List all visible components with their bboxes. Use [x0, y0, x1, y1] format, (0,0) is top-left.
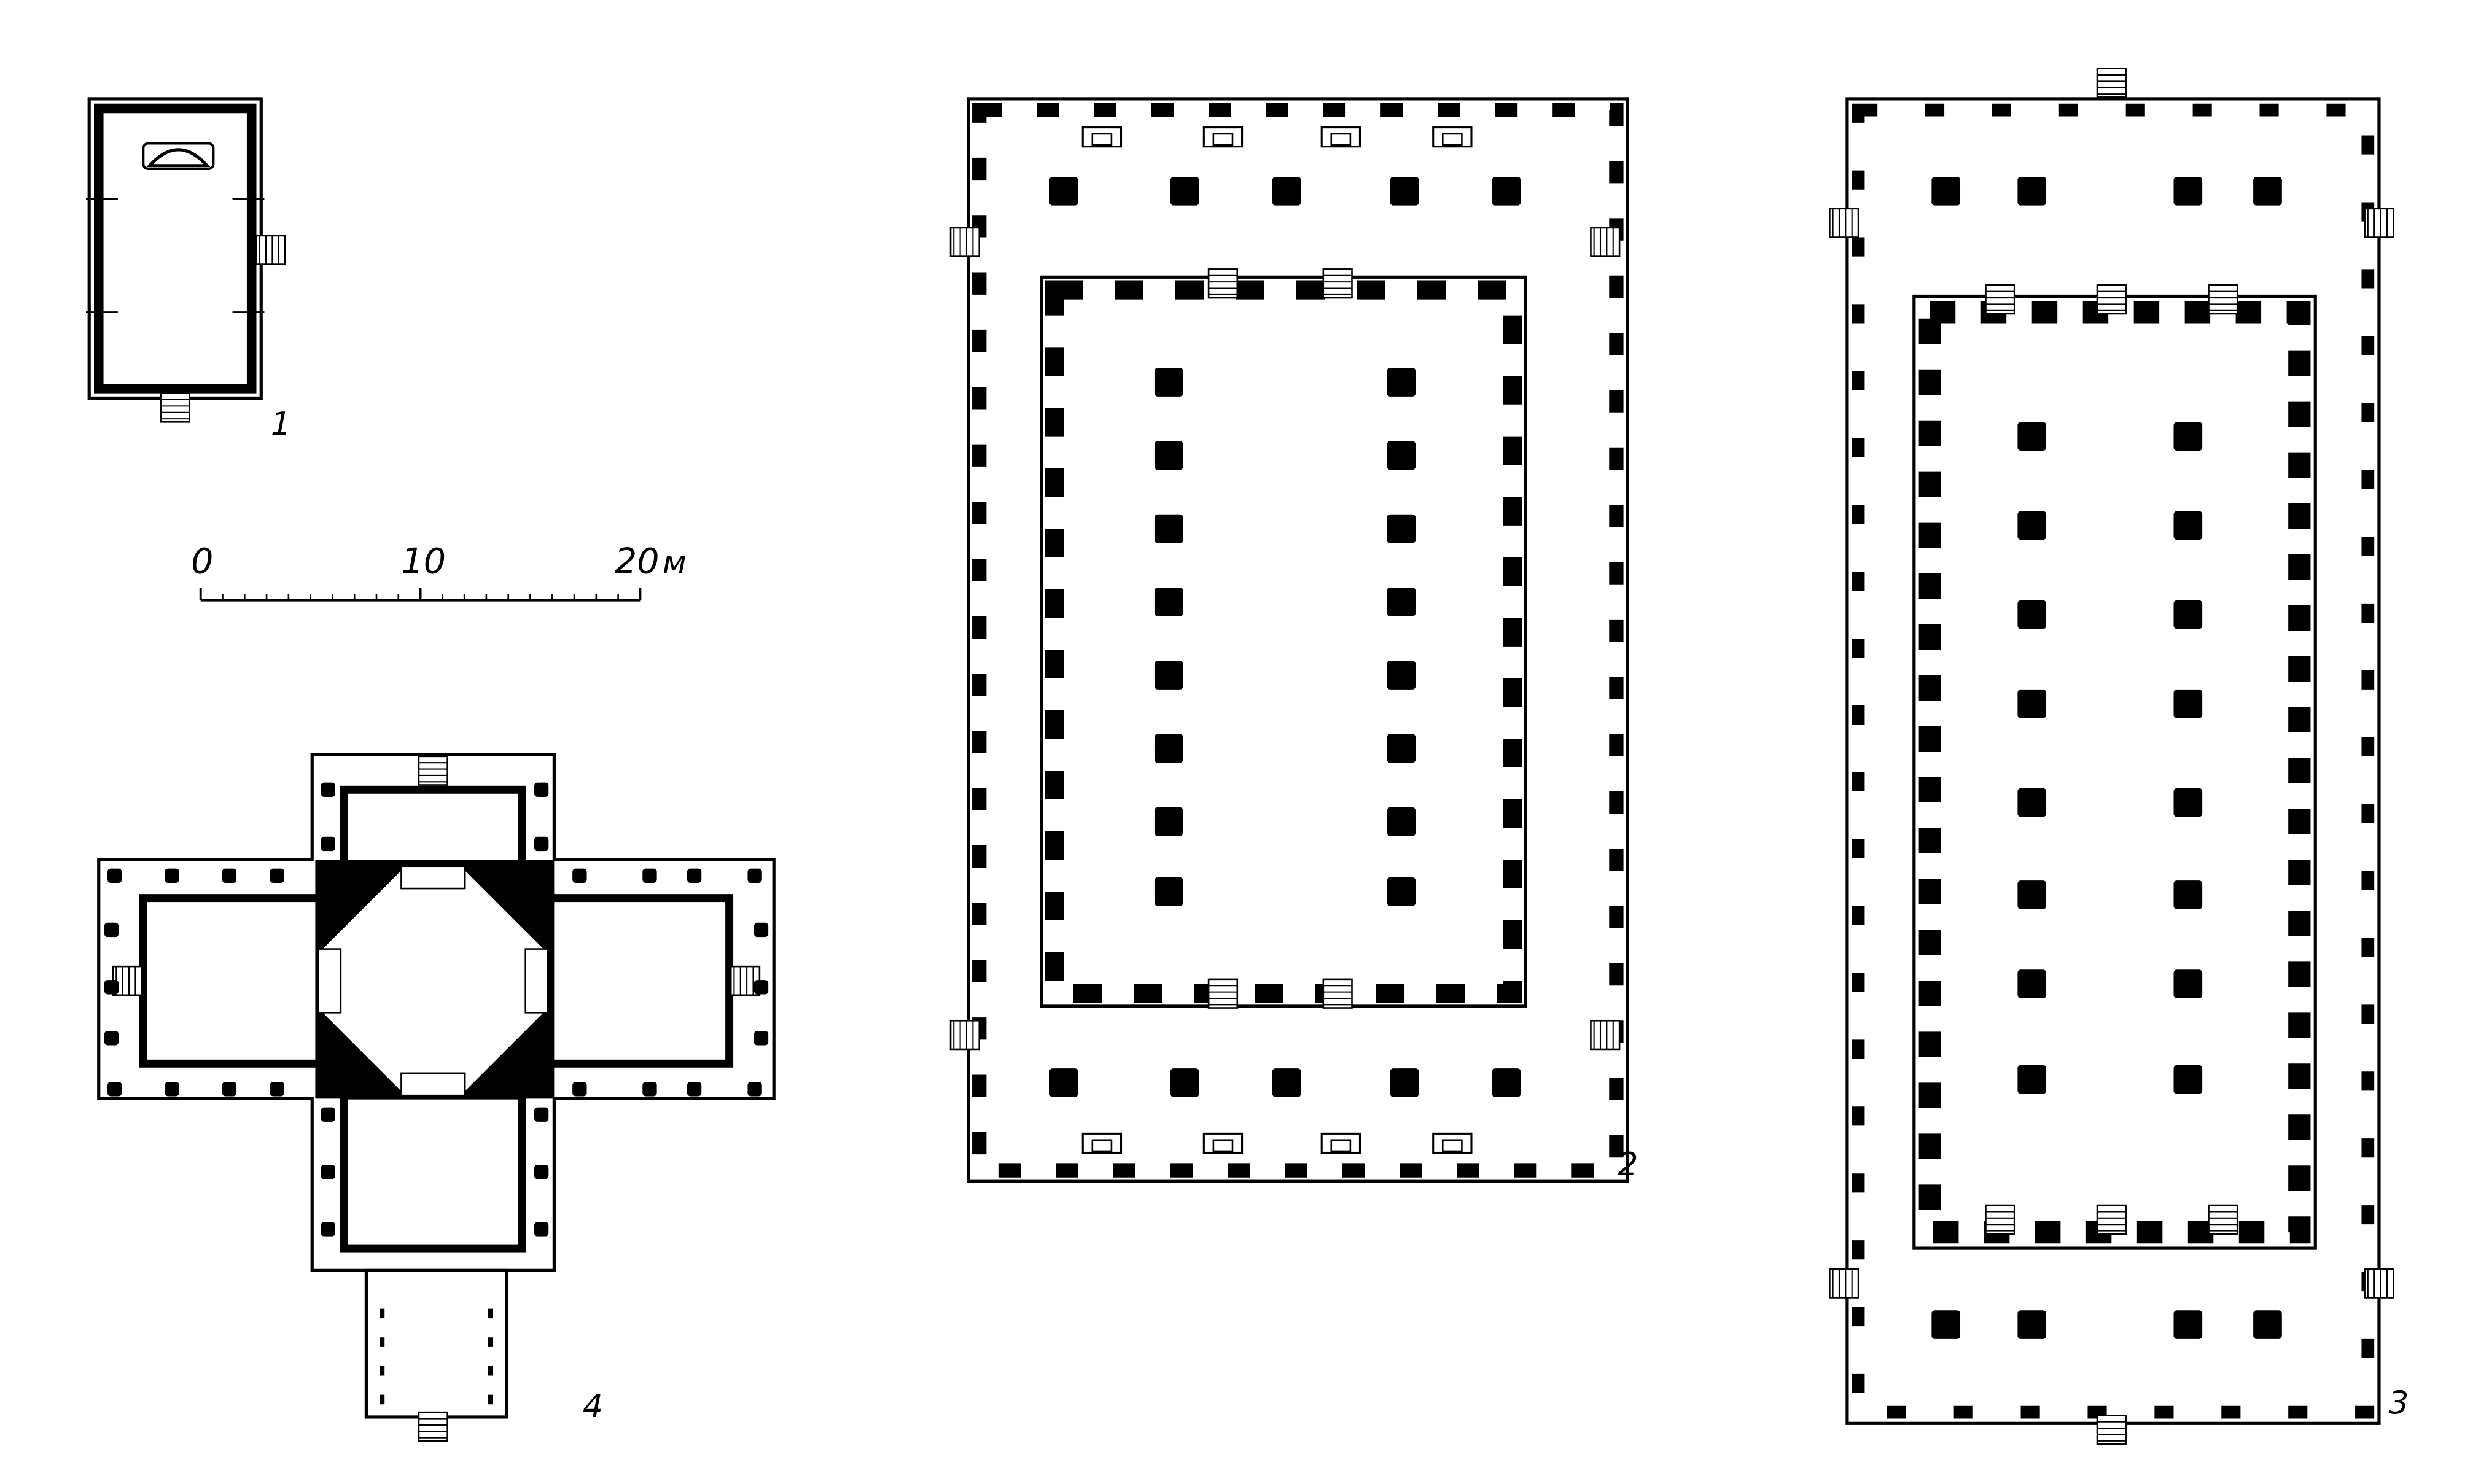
- column: [1931, 176, 1961, 206]
- column: [2173, 1310, 2203, 1339]
- column: [1154, 587, 1183, 616]
- column: [534, 782, 549, 797]
- column: [1387, 368, 1416, 397]
- column: [1154, 441, 1183, 470]
- column: [2173, 422, 2203, 451]
- column: [321, 1107, 335, 1122]
- column: [747, 1082, 762, 1097]
- column: [2017, 600, 2047, 629]
- column: [165, 1082, 179, 1097]
- column: [534, 1222, 549, 1237]
- column: [1387, 587, 1416, 616]
- column: [2017, 788, 2047, 817]
- scale-tick-0: 0: [191, 542, 213, 582]
- column: [1390, 1068, 1419, 1097]
- plan-3-long-temple: 3: [1829, 68, 2409, 1445]
- column: [1049, 176, 1078, 206]
- column: [2173, 1065, 2203, 1094]
- plan-1-label: 1: [271, 406, 291, 443]
- column: [642, 868, 657, 883]
- column: [1387, 807, 1416, 836]
- column: [1387, 441, 1416, 470]
- column: [747, 868, 762, 883]
- column: [2173, 689, 2203, 718]
- column: [572, 1082, 587, 1097]
- column: [2017, 176, 2047, 206]
- column: [2017, 880, 2047, 909]
- column: [2017, 422, 2047, 451]
- column: [1387, 661, 1416, 690]
- scale-unit: м: [663, 545, 687, 581]
- plan-1-small-chapel: 1: [86, 97, 291, 443]
- column: [321, 782, 335, 797]
- column: [1387, 514, 1416, 543]
- plan-4-label: 4: [583, 1388, 603, 1425]
- column: [1154, 877, 1183, 906]
- column: [642, 1082, 657, 1097]
- column: [534, 1164, 549, 1179]
- column: [2173, 511, 2203, 540]
- column: [104, 980, 119, 995]
- column: [1492, 1068, 1521, 1097]
- column: [687, 868, 702, 883]
- column: [1170, 1068, 1199, 1097]
- column: [321, 1164, 335, 1179]
- column: [2173, 969, 2203, 998]
- column: [1272, 1068, 1301, 1097]
- column: [2017, 1065, 2047, 1094]
- column: [1154, 734, 1183, 763]
- column: [1492, 176, 1521, 206]
- plan-3-label: 3: [2389, 1385, 2409, 1422]
- column: [1387, 877, 1416, 906]
- column: [1154, 807, 1183, 836]
- column: [1154, 661, 1183, 690]
- column: [270, 1082, 284, 1097]
- column: [572, 868, 587, 883]
- plan-2-label: 2: [1618, 1146, 1638, 1183]
- column: [754, 922, 769, 938]
- column: [754, 980, 769, 995]
- column: [2017, 969, 2047, 998]
- column: [2253, 1310, 2282, 1339]
- column: [534, 836, 549, 852]
- scale-tick-20: 20: [615, 542, 660, 582]
- column: [107, 1082, 122, 1097]
- column: [107, 868, 122, 883]
- column: [321, 836, 335, 852]
- column: [1931, 1310, 1961, 1339]
- column: [2173, 788, 2203, 817]
- column: [1049, 1068, 1078, 1097]
- column: [321, 1222, 335, 1237]
- column: [222, 868, 237, 883]
- column: [222, 1082, 237, 1097]
- column: [1387, 734, 1416, 763]
- column: [687, 1082, 702, 1097]
- plan-2-peripteral-temple: 2: [949, 97, 1638, 1183]
- plan-4-cross-church: 4: [97, 753, 776, 1442]
- column: [1170, 176, 1199, 206]
- column: [534, 1107, 549, 1122]
- column: [104, 922, 119, 938]
- scale-tick-10: 10: [401, 542, 446, 582]
- column: [1390, 176, 1419, 206]
- column: [2017, 511, 2047, 540]
- column: [270, 868, 284, 883]
- scale-bar: 0 10 20 м: [191, 542, 687, 602]
- column: [1272, 176, 1301, 206]
- column: [2173, 600, 2203, 629]
- column: [2017, 1310, 2047, 1339]
- column: [1154, 514, 1183, 543]
- column: [1154, 368, 1183, 397]
- column: [104, 1031, 119, 1046]
- column: [754, 1031, 769, 1046]
- column: [2173, 880, 2203, 909]
- column: [2173, 176, 2203, 206]
- column: [2253, 176, 2282, 206]
- column: [2017, 689, 2047, 718]
- column: [165, 868, 179, 883]
